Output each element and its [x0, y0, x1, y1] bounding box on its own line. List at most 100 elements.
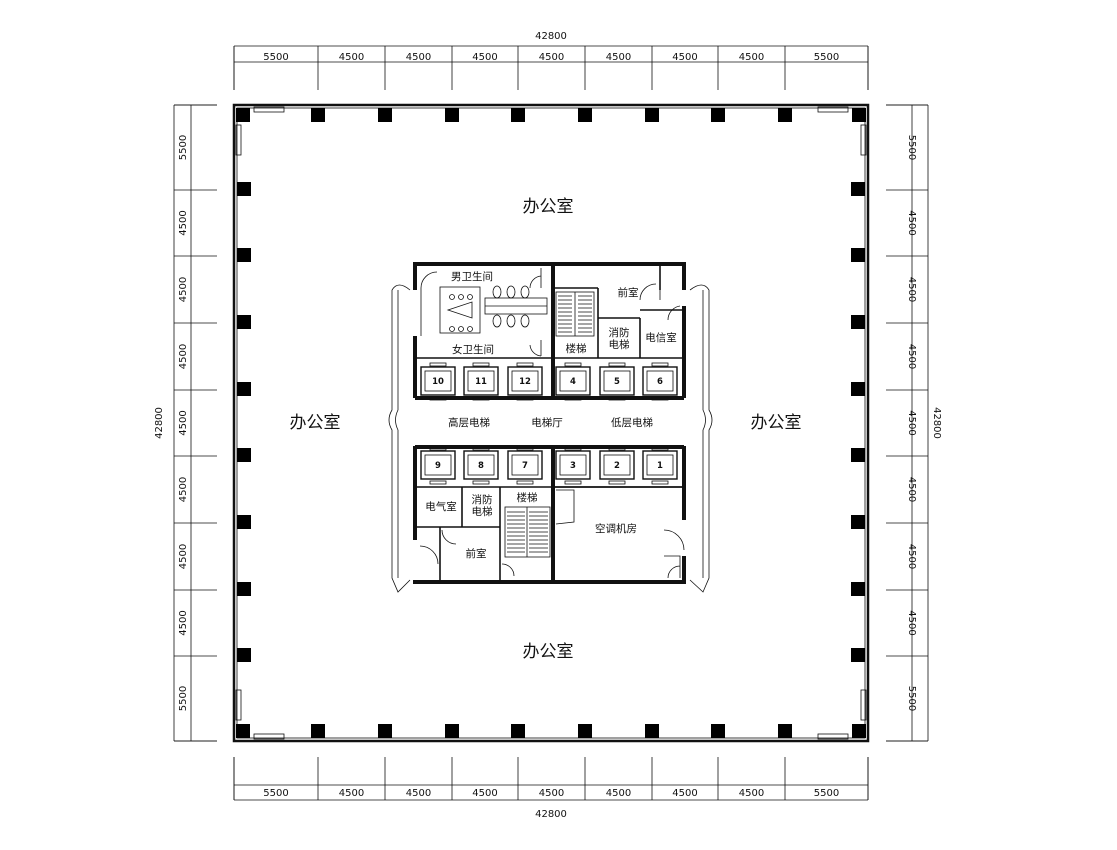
dim-label-bottom: 4500: [472, 788, 497, 799]
dim-total-right: 42800: [931, 407, 942, 439]
column: [511, 108, 525, 122]
column: [578, 724, 592, 738]
elevator-car: [420, 450, 456, 480]
label-office-west: 办公室: [290, 413, 341, 433]
dim-label-top: 4500: [539, 52, 564, 63]
stair-treads-sw: [504, 506, 551, 558]
elevator-door: [472, 396, 490, 401]
dim-label-bottom: 4500: [739, 788, 764, 799]
dim-label-left: 5500: [178, 135, 189, 160]
dim-label-top: 4500: [339, 52, 364, 63]
column: [378, 724, 392, 738]
dim-label-top: 5500: [263, 52, 288, 63]
column: [852, 108, 866, 122]
dim-label-bottom: 5500: [814, 788, 839, 799]
elevator-door: [429, 446, 447, 451]
dim-label-right: 4500: [906, 610, 917, 635]
dim-label-left: 4500: [178, 344, 189, 369]
column: [852, 724, 866, 738]
dim-label-right: 5500: [906, 686, 917, 711]
label-electrical-room: 电气室: [425, 500, 457, 513]
label-telecom-room: 电信室: [645, 331, 677, 344]
column: [236, 108, 250, 122]
elevator-number: 9: [435, 461, 441, 471]
column: [237, 582, 251, 596]
label-fire-elevator-sw-2: 电梯: [472, 505, 493, 518]
column: [778, 724, 792, 738]
column: [237, 448, 251, 462]
label-elevator-hall: 电梯厅: [531, 416, 563, 429]
elevator-number: 12: [519, 377, 531, 387]
elevator-number: 7: [522, 461, 528, 471]
column: [511, 724, 525, 738]
column: [237, 248, 251, 262]
dim-label-left: 4500: [178, 544, 189, 569]
column: [711, 108, 725, 122]
column: [445, 108, 459, 122]
dim-total-top: 42800: [535, 31, 567, 42]
dim-total-left: 42800: [154, 407, 165, 439]
elevator-number: 3: [570, 461, 576, 471]
column: [851, 248, 865, 262]
label-front-room-sw: 前室: [466, 547, 487, 560]
elevator-number: 5: [614, 377, 620, 387]
column: [578, 108, 592, 122]
column: [445, 724, 459, 738]
dim-label-right: 4500: [906, 410, 917, 435]
label-fire-elevator-ne-2: 电梯: [609, 338, 630, 351]
elevator-car: [555, 366, 591, 396]
elevator-door: [608, 396, 626, 401]
dim-label-bottom: 4500: [406, 788, 431, 799]
dim-label-right: 4500: [906, 210, 917, 235]
column: [237, 182, 251, 196]
elevator-door: [516, 396, 534, 401]
elevator-car: [642, 450, 678, 480]
column: [236, 724, 250, 738]
dim-label-bottom: 5500: [263, 788, 288, 799]
column: [851, 515, 865, 529]
dim-label-right: 4500: [906, 544, 917, 569]
elevator-car: [642, 366, 678, 396]
column: [851, 382, 865, 396]
elevator-number: 11: [475, 377, 487, 387]
elevator-car: [599, 366, 635, 396]
corner-frames: [235, 106, 867, 740]
elevator-number: 8: [478, 461, 484, 471]
column: [311, 108, 325, 122]
core: [388, 262, 713, 593]
structural-columns: [236, 108, 866, 738]
elevator-door: [564, 396, 582, 401]
column: [237, 648, 251, 662]
elevator-car: [507, 450, 543, 480]
dim-label-left: 4500: [178, 610, 189, 635]
dim-label-right: 4500: [906, 344, 917, 369]
stair-treads-ne: [555, 291, 595, 337]
dim-total-bottom: 42800: [535, 809, 567, 820]
elevator-number: 1: [657, 461, 663, 471]
dim-label-right: 4500: [906, 277, 917, 302]
elevator-car: [463, 366, 499, 396]
column: [851, 582, 865, 596]
label-office-east: 办公室: [751, 413, 802, 433]
label-stair-sw: 楼梯: [517, 491, 538, 504]
label-fire-elevator-ne-1: 消防: [609, 326, 630, 339]
elevator-door: [472, 446, 490, 451]
elevator-number: 2: [614, 461, 620, 471]
elevator-car: [420, 366, 456, 396]
column: [237, 515, 251, 529]
elevator-door: [429, 396, 447, 401]
dim-label-left: 4500: [178, 477, 189, 502]
dim-label-top: 4500: [406, 52, 431, 63]
dimension-lines: [173, 45, 929, 801]
column: [237, 315, 251, 329]
dim-label-top: 5500: [814, 52, 839, 63]
elevator-car: [463, 450, 499, 480]
column: [237, 382, 251, 396]
column: [851, 315, 865, 329]
toilet-fixtures: [420, 268, 548, 357]
dim-label-top: 4500: [739, 52, 764, 63]
elevator-door: [516, 446, 534, 451]
label-low-elevators: 低层电梯: [611, 416, 653, 429]
